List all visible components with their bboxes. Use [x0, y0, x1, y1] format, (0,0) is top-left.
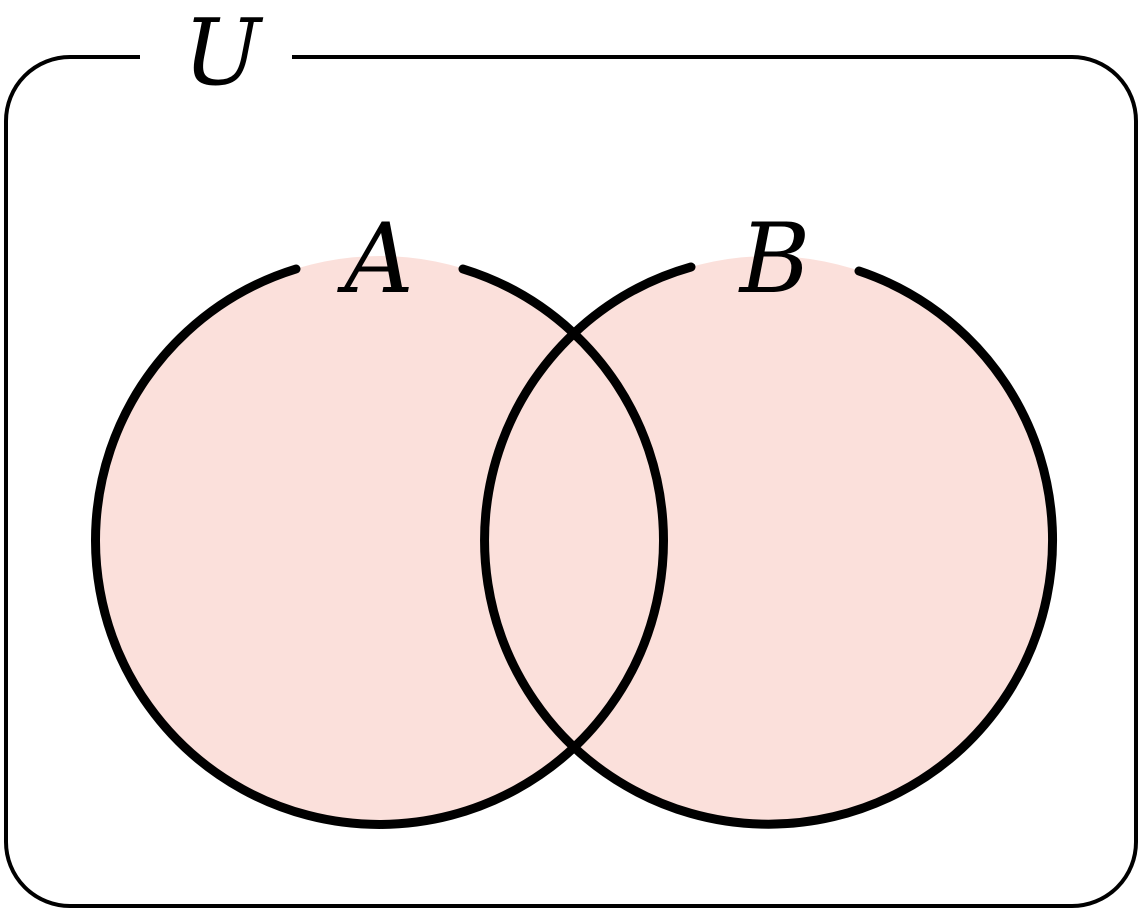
- set-a-label: A: [336, 203, 413, 315]
- set-b-label: B: [738, 203, 811, 315]
- set-a-outline: [91, 264, 668, 829]
- universe-label: U: [183, 0, 264, 106]
- union-shading: [96, 256, 1053, 824]
- universe-frame: [4, 55, 1138, 908]
- set-b-outline: [480, 262, 1058, 829]
